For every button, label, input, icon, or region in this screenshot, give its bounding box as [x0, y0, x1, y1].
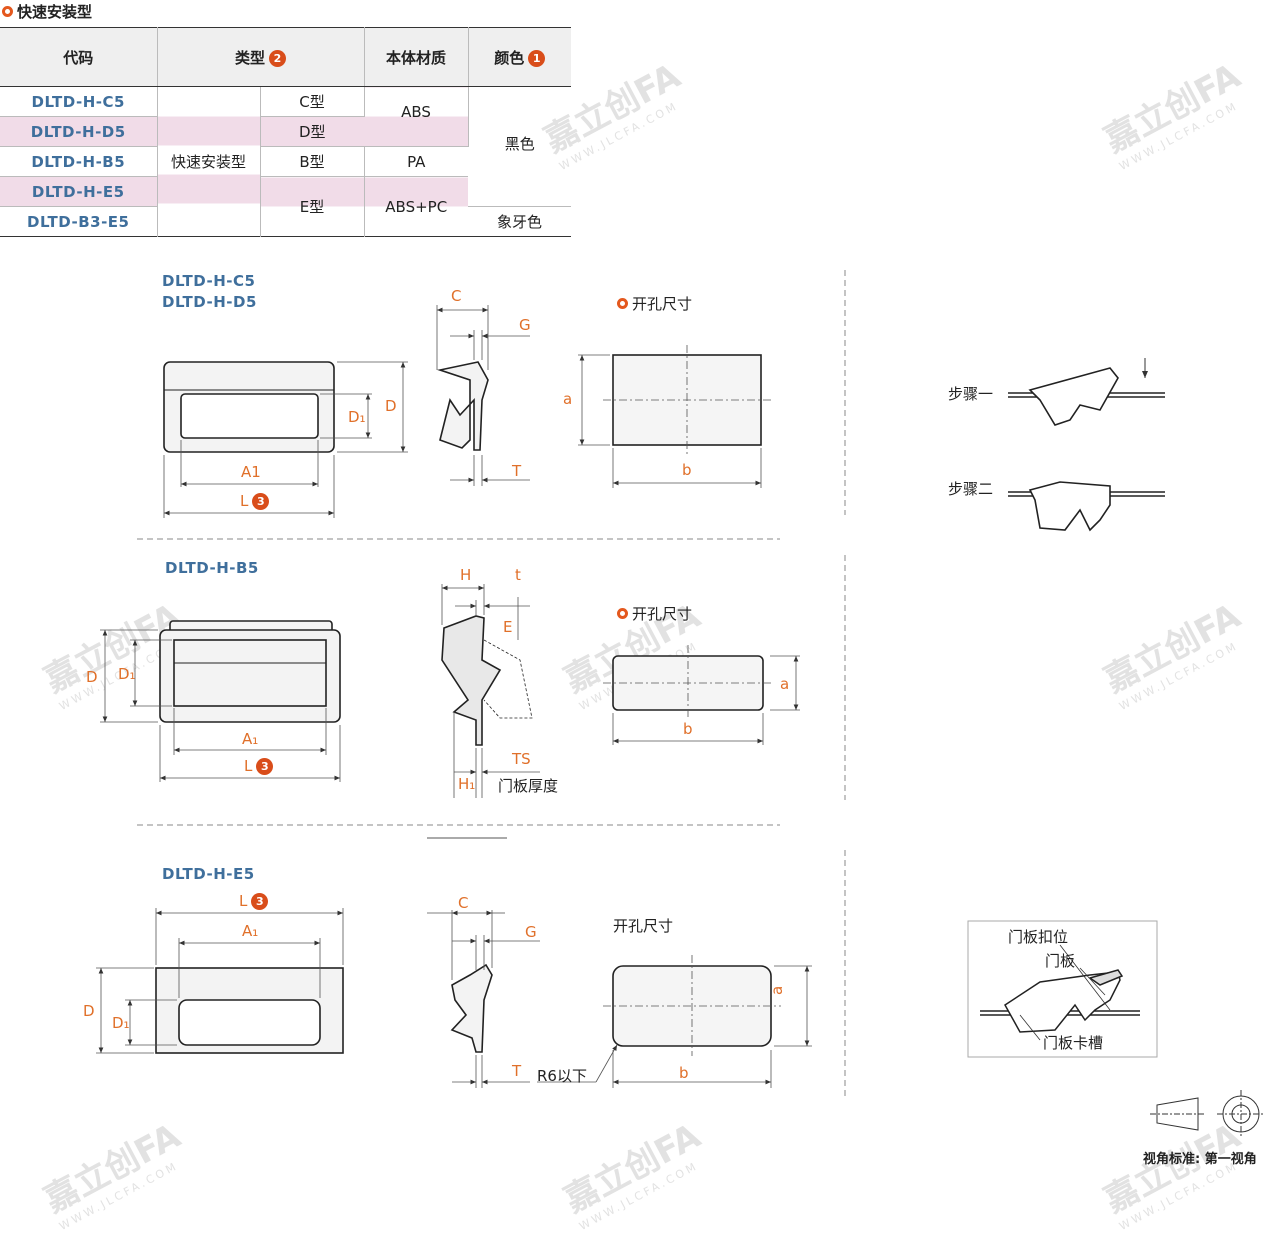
circle-bullet-icon: [617, 298, 628, 309]
handle-side-view: [441, 615, 502, 746]
door-panel-label: 门板: [1045, 952, 1076, 970]
section-title: 快速安装型: [2, 0, 92, 22]
subtype-cell: C型: [260, 86, 365, 117]
step-one-label: 步骤一: [948, 385, 994, 403]
model-label: DLTD-H-E5: [162, 865, 255, 883]
dim-label: t: [515, 566, 521, 584]
cutout-title: 开孔尺寸: [613, 917, 674, 935]
note-badge: 3: [252, 493, 270, 510]
dim-label: TS: [512, 750, 531, 768]
note-badge: 1: [528, 49, 546, 67]
handle-side-view: [450, 963, 493, 1053]
cutout-title: 开孔尺寸: [617, 293, 692, 314]
dim-label: a: [780, 675, 790, 693]
header-code: 代码: [0, 27, 158, 87]
model-label: DLTD-H-B5: [165, 559, 259, 577]
header-material: 本体材质: [364, 27, 469, 87]
color-cell: 象牙色: [468, 206, 571, 237]
model-label: DLTD-H-C5: [162, 272, 256, 290]
subtype-cell: B型: [260, 146, 365, 177]
view-standard-label: 视角标准: 第一视角: [1143, 1152, 1257, 1167]
note-badge: 2: [269, 49, 286, 67]
dim-label: E: [503, 618, 513, 636]
note-badge: 3: [251, 893, 269, 910]
dim-label: A₁: [242, 922, 259, 940]
dim-label: C: [458, 894, 469, 912]
dim-label: T: [512, 462, 522, 480]
dim-label: H: [460, 566, 472, 584]
dim-label: C: [451, 287, 462, 305]
install-type-cell: 快速安装型: [157, 86, 261, 237]
code-cell: DLTD-H-C5: [0, 86, 158, 117]
code-cell: DLTD-H-E5: [0, 176, 158, 207]
door-slot-label: 门板卡槽: [1043, 1034, 1104, 1052]
dim-label: D₁: [118, 665, 136, 683]
code-cell: DLTD-H-D5: [0, 116, 158, 147]
model-label: DLTD-H-D5: [162, 293, 257, 311]
door-clip-label: 门板扣位: [1008, 928, 1069, 946]
dim-label: H₁: [458, 775, 476, 793]
dim-label: D₁: [112, 1014, 130, 1032]
material-cell: ABS+PC: [364, 176, 468, 237]
dim-label: b: [683, 720, 693, 738]
tolerance-a: a: [768, 985, 786, 995]
subtype-cell: E型: [260, 176, 365, 237]
step-one-figure: [1028, 367, 1119, 426]
circle-bullet-icon: [617, 608, 628, 619]
note-badge: 3: [256, 758, 274, 775]
dim-label: b: [682, 461, 692, 479]
dim-label: A₁: [242, 730, 259, 748]
dim-label: D₁: [348, 408, 366, 426]
radius-note: R6以下: [537, 1067, 587, 1085]
table-row: DLTD-H-C5 快速安装型 C型 ABS 黑色: [0, 86, 571, 237]
code-cell: DLTD-H-B5: [0, 146, 158, 177]
dim-label: D: [86, 668, 98, 686]
color-cell: 黑色: [504, 135, 535, 153]
dim-label: G: [519, 316, 531, 334]
door-thickness-label: 门板厚度: [498, 777, 559, 795]
step-two-label: 步骤二: [948, 480, 994, 498]
dim-label: D: [83, 1002, 95, 1020]
dim-label: D: [385, 397, 397, 415]
dim-label: b: [679, 1064, 689, 1082]
dim-label: a: [563, 390, 573, 408]
dim-label: G: [525, 923, 537, 941]
table-row: DLTD-H-B5 B型 PA: [0, 146, 571, 177]
material-cell: PA: [364, 146, 468, 177]
material-cell: ABS: [364, 86, 469, 147]
first-angle-projection-icon: [1150, 1090, 1265, 1138]
cutout-title: 开孔尺寸: [617, 603, 692, 624]
subtype-cell: D型: [298, 123, 326, 141]
dim-label: A1: [241, 463, 261, 481]
step-two-figure: [1028, 481, 1111, 532]
handle-side-view: [436, 361, 489, 451]
circle-bullet-icon: [2, 5, 13, 17]
dim-label: T: [512, 1062, 522, 1080]
code-cell: DLTD-B3-E5: [0, 206, 158, 237]
